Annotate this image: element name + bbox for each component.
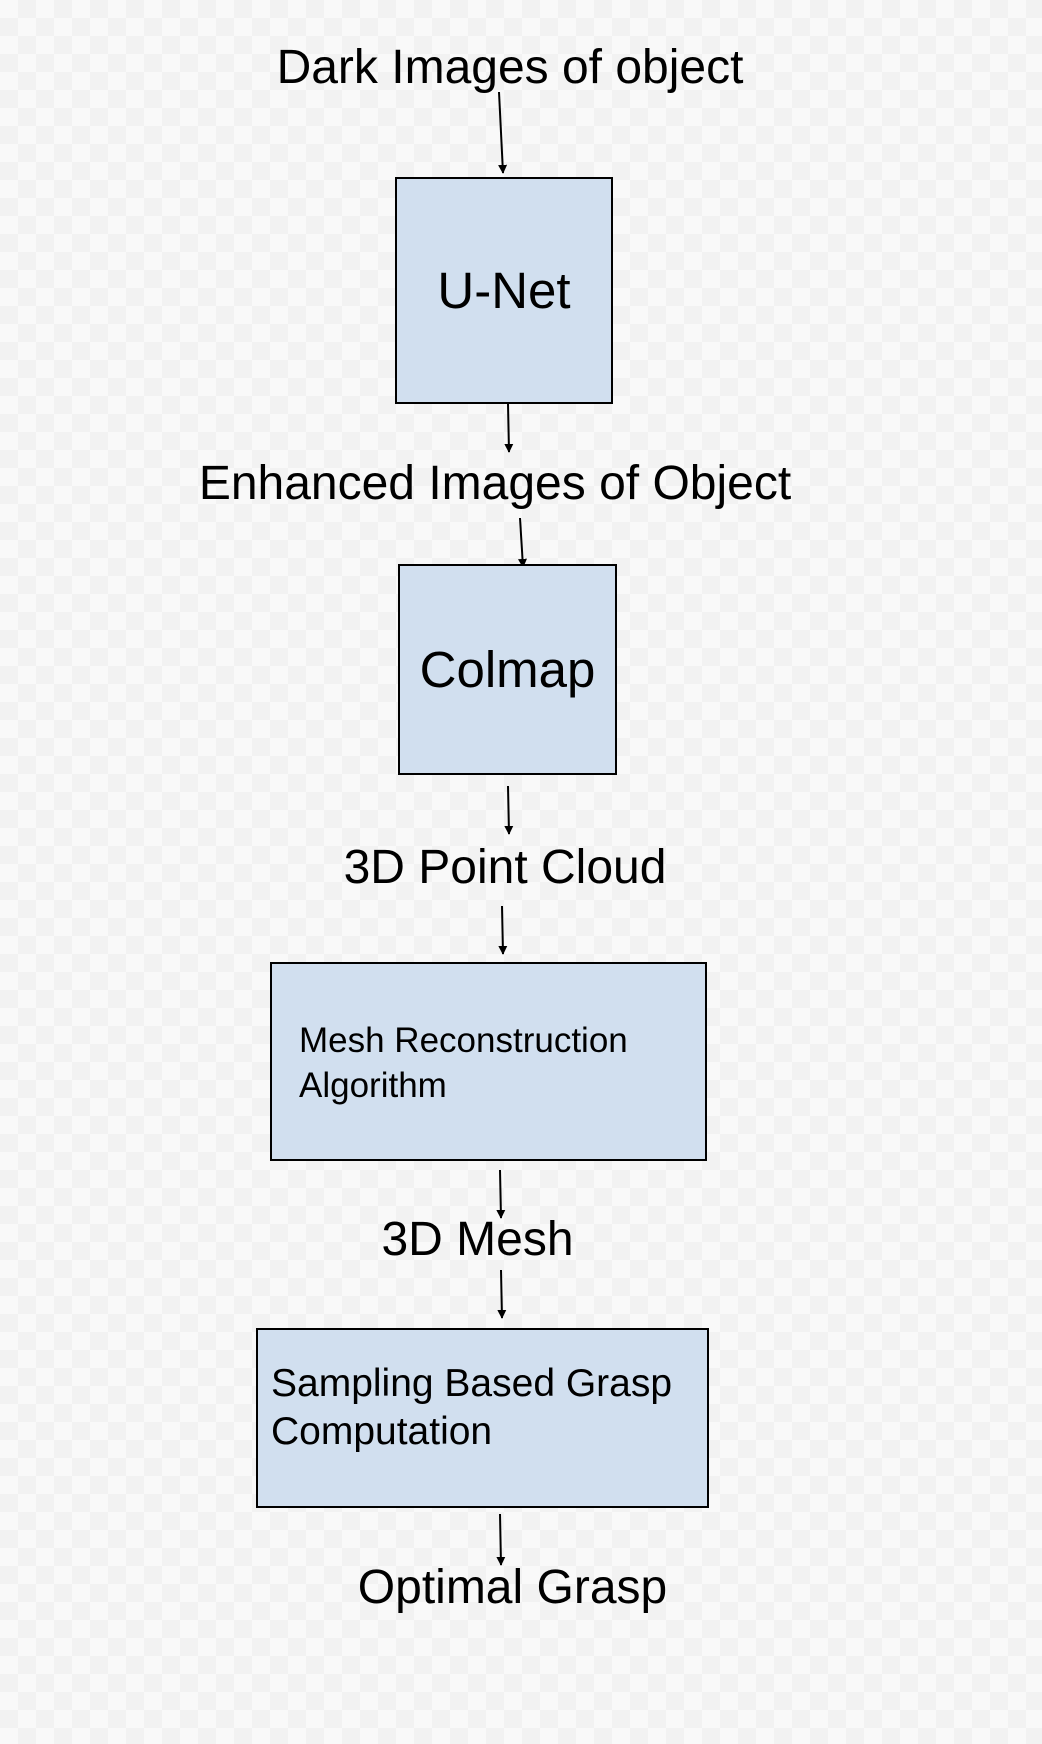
mesh-label: 3D Mesh — [381, 1213, 574, 1266]
arrow-mesh-to-grasp-computation — [497, 1269, 507, 1319]
mesh-reconstruction-line-2: Algorithm — [299, 1066, 447, 1105]
arrow-enhanced-to-colmap — [518, 517, 527, 568]
mesh-reconstruction-box: Mesh Reconstruction Algorithm — [270, 962, 707, 1161]
colmap-label: Colmap — [419, 640, 596, 698]
optimal-grasp-label: Optimal Grasp — [357, 1561, 668, 1614]
mesh-reconstruction-line-1: Mesh Reconstruction — [299, 1021, 628, 1060]
enhanced-images-label: Enhanced Images of Object — [198, 457, 792, 510]
colmap-box: Colmap — [398, 564, 617, 775]
grasp-computation-line-1: Sampling Based Grasp — [271, 1362, 673, 1405]
arrow-input-to-unet — [498, 91, 508, 174]
unet-box: U-Net — [395, 177, 613, 404]
point-cloud-label: 3D Point Cloud — [343, 841, 667, 894]
arrow-unet-to-enhanced — [504, 403, 514, 453]
grasp-computation-box: Sampling Based Grasp Computation — [256, 1328, 709, 1508]
arrow-pointcloud-to-mesh-reconstruction — [498, 905, 508, 955]
grasp-computation-line-2: Computation — [271, 1410, 493, 1453]
unet-label: U-Net — [437, 261, 571, 319]
arrow-mesh-reconstruction-to-mesh — [496, 1169, 506, 1219]
arrow-grasp-computation-to-output — [496, 1513, 506, 1566]
input-label: Dark Images of object — [276, 41, 744, 94]
arrow-colmap-to-pointcloud — [504, 785, 514, 835]
